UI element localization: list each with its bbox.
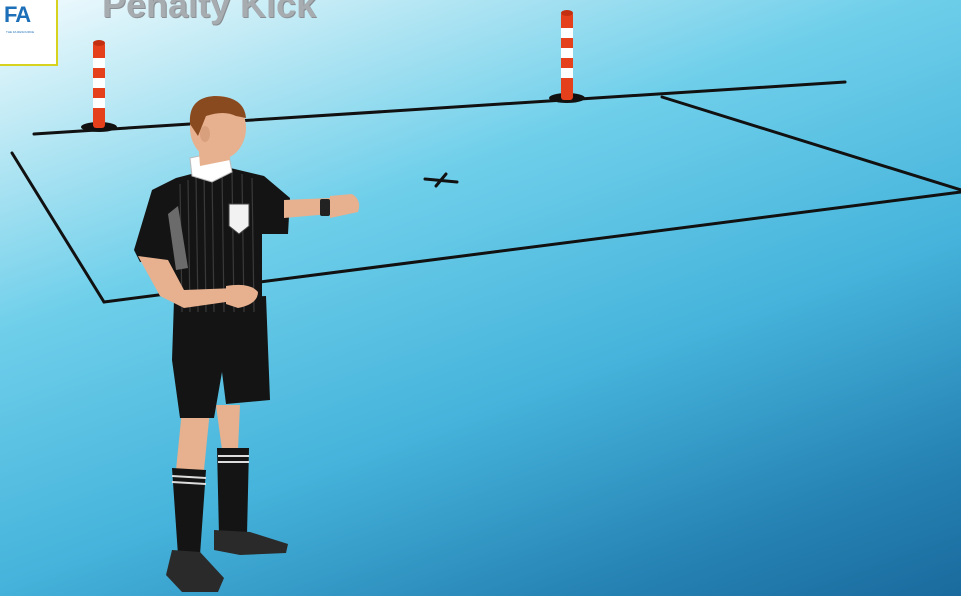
referee-figure [134,96,359,592]
penalty-area-left-line [12,153,104,302]
goal-line [34,82,845,134]
right-goal-post [549,10,585,103]
penalty-area-right-line [662,97,961,190]
left-goal-post [81,40,117,132]
penalty-mark [425,174,457,186]
